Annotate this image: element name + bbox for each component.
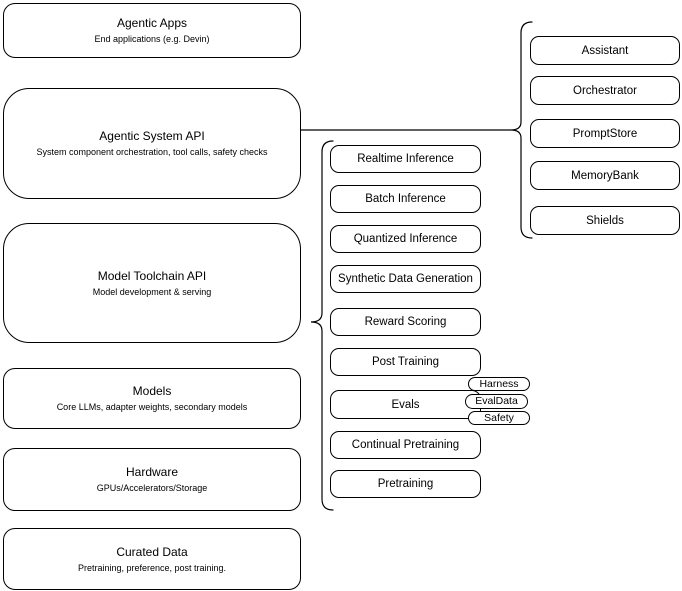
node-subtitle: End applications (e.g. Devin) [94, 34, 210, 44]
node-hardware: Hardware GPUs/Accelerators/Storage [3, 448, 301, 511]
node-agentic-system-api: Agentic System API System component orch… [3, 88, 301, 199]
node-memorybank: MemoryBank [530, 161, 680, 190]
toolchain-group-brace [310, 140, 334, 511]
node-title: Models [132, 384, 172, 398]
tag-harness: Harness [468, 377, 530, 391]
node-subtitle: GPUs/Accelerators/Storage [96, 483, 208, 493]
node-orchestrator: Orchestrator [530, 76, 680, 105]
node-subtitle: Pretraining, preference, post training. [77, 562, 227, 573]
node-models: Models Core LLMs, adapter weights, secon… [3, 368, 301, 429]
node-title: Curated Data [116, 544, 188, 559]
node-reward-scoring: Reward Scoring [330, 308, 481, 336]
node-title: Hardware [125, 465, 179, 479]
tag-evaldata: EvalData [465, 394, 528, 409]
node-curated-data: Curated Data Pretraining, preference, po… [3, 528, 301, 590]
node-batch-inference: Batch Inference [330, 185, 481, 213]
node-continual-pretraining: Continual Pretraining [330, 431, 481, 459]
tag-safety: Safety [468, 411, 530, 425]
node-subtitle: Model development & serving [92, 286, 212, 297]
node-assistant: Assistant [530, 36, 680, 65]
components-group-brace [510, 21, 533, 239]
node-subtitle: Core LLMs, adapter weights, secondary mo… [56, 402, 248, 412]
node-pretraining: Pretraining [330, 470, 481, 498]
node-post-training: Post Training [330, 348, 481, 376]
node-quantized-inference: Quantized Inference [330, 225, 481, 253]
node-title: Agentic System API [99, 129, 205, 143]
node-model-toolchain-api: Model Toolchain API Model development & … [3, 223, 301, 343]
node-subtitle: System component orchestration, tool cal… [36, 147, 268, 157]
node-title: Model Toolchain API [97, 268, 207, 283]
node-synthetic-data-generation: Synthetic Data Generation [330, 265, 481, 293]
node-title: Agentic Apps [116, 16, 188, 30]
node-realtime-inference: Realtime Inference [330, 145, 481, 173]
node-evals: Evals [330, 390, 481, 419]
node-promptstore: PromptStore [530, 119, 680, 148]
node-agentic-apps: Agentic Apps End applications (e.g. Devi… [3, 3, 301, 58]
node-shields: Shields [530, 206, 680, 235]
